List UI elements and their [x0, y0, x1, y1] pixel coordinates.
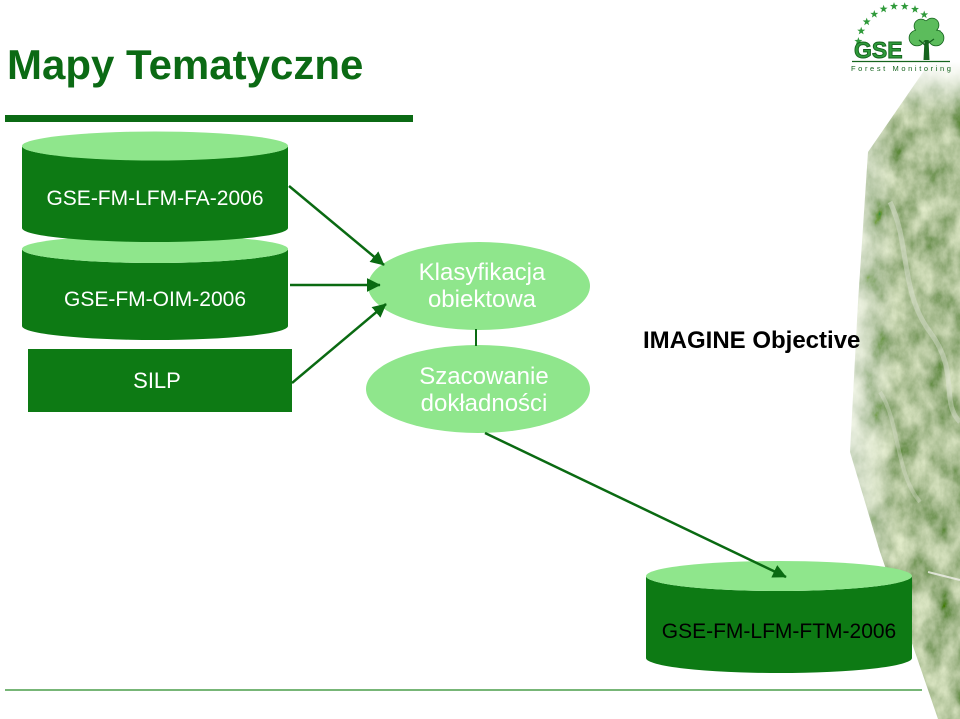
process-label-line-2: dokładności: [421, 390, 548, 417]
logo-wordmark: GSE: [854, 37, 903, 63]
road-line: [927, 571, 960, 581]
source-box-silp: SILP: [28, 349, 292, 412]
arrow-silp-to-classification: [291, 303, 387, 384]
software-label: IMAGINE Objective: [643, 327, 860, 354]
dataset-label: GSE-FM-LFM-FA-2006: [46, 187, 263, 210]
logo-tagline: Forest Monitoring: [851, 64, 954, 73]
process-ellipse: [366, 345, 590, 433]
cylinder-top: [22, 131, 288, 161]
cylinder-top: [646, 561, 912, 591]
cylinder-body: [22, 249, 288, 340]
process-label-line-2: obiektowa: [428, 286, 537, 313]
ridge-highlight: [878, 390, 922, 504]
cylinder-top: [22, 235, 288, 263]
arrow-accuracy-to-output: [484, 431, 787, 579]
source-label: SILP: [133, 368, 181, 393]
slide-title: Mapy Tematyczne: [7, 41, 364, 88]
dataset-label: GSE-FM-LFM-FTM-2006: [662, 620, 897, 643]
dataset-label: GSE-FM-OIM-2006: [64, 288, 246, 311]
title-underline: [5, 115, 413, 122]
source-cylinder-fa: GSE-FM-LFM-FA-2006: [22, 131, 288, 242]
process-accuracy-assessment: Szacowanie dokładności: [366, 345, 590, 433]
process-label-line-1: Szacowanie: [419, 363, 548, 390]
gse-logo: GSE Forest Monitoring: [851, 2, 954, 73]
source-box: [28, 349, 292, 412]
tree-icon: [908, 17, 945, 60]
process-ellipse: [368, 242, 590, 330]
arrow-fa-to-classification: [288, 185, 385, 266]
process-label-line-1: Klasyfikacja: [419, 259, 546, 286]
source-cylinder-oim: GSE-FM-OIM-2006: [22, 235, 288, 340]
ridge-highlight: [887, 200, 960, 424]
cylinder-body: [646, 576, 912, 673]
output-cylinder-ftm: GSE-FM-LFM-FTM-2006: [646, 561, 912, 673]
process-classification: Klasyfikacja obiektowa: [368, 242, 590, 330]
cylinder-body: [22, 146, 288, 242]
